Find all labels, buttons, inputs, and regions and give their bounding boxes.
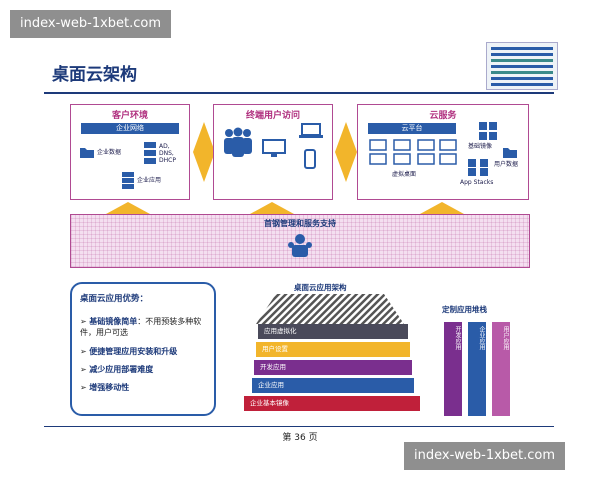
app-arch-roof: [256, 294, 404, 324]
client-env-panel: 客户环境 企业网络 企业数据 AD, DNS, DHCP 企业应用: [70, 104, 190, 200]
monitor-icon: [262, 139, 286, 157]
layer-user-settings: 用户设置: [256, 342, 410, 357]
custom-stack-title: 定制应用堆栈: [442, 305, 487, 314]
app-stacks-icon: [468, 159, 488, 176]
cloud-services-panel: 云服务 云平台 虚拟桌面 基础镜像 用户数据 App Stacks: [357, 104, 529, 200]
management-label: 首钢管理和服务支持: [264, 219, 336, 228]
end-user-access-title: 终端用户访问: [245, 111, 300, 121]
app-server-icon: [122, 172, 134, 189]
management-support-band: 首钢管理和服务支持: [70, 214, 530, 268]
stack-col-enterprise-apps: 企业应用: [468, 322, 486, 416]
virtual-desktop-label: 虚拟桌面: [392, 171, 417, 178]
up-arrow-client: [106, 202, 150, 214]
up-arrow-access: [250, 202, 294, 214]
layer-base-image: 企业基本镜像: [244, 396, 420, 411]
title-rule: [44, 92, 554, 94]
user-data-label: 用户数据: [494, 161, 519, 168]
user-data-folder-icon: [503, 148, 517, 158]
users-group-icon: [224, 127, 252, 157]
end-user-access-panel: 终端用户访问: [213, 104, 333, 200]
advantage-item-2: ➢ 便捷管理应用安装和升级: [80, 347, 178, 356]
laptop-icon: [299, 123, 323, 138]
layer-app-virtualization: 应用虚拟化: [258, 324, 408, 339]
page-number: 第 36 页: [282, 433, 318, 443]
advantages-heading: 桌面云应用优势：: [80, 294, 149, 304]
stack-col-dev-apps: 开发应用: [444, 322, 462, 416]
watermark-top: index-web-1xbet.com: [10, 10, 172, 38]
windows-logo-icon: [479, 122, 497, 140]
enterprise-network-band: 企业网络: [81, 123, 179, 134]
layer-enterprise-apps: 企业应用: [252, 378, 414, 393]
up-arrow-cloud: [420, 202, 464, 214]
app-stacks-label: App Stacks: [460, 179, 494, 186]
admin-user-icon: [288, 234, 312, 257]
base-image-label: 基础镜像: [468, 143, 493, 150]
virtual-desktops-icon: [369, 139, 457, 165]
stack-col-user-apps: 用户应用: [492, 322, 510, 416]
slide-thumbnail: [486, 42, 558, 90]
app-arch-title: 桌面云应用架构: [294, 283, 347, 292]
folder-icon: [80, 148, 94, 158]
advantages-box: 桌面云应用优势： ➢ 基础镜像简单：不用预装多种软件，用户可选 ➢ 便捷管理应用…: [70, 282, 216, 416]
layer-dev-apps: 开发应用: [254, 360, 412, 375]
advantage-item-1: ➢ 基础镜像简单：不用预装多种软件，用户可选: [80, 317, 202, 337]
link-arrow-right: [335, 122, 357, 182]
cloud-services-title: 云服务: [429, 111, 457, 121]
advantage-item-3: ➢ 减少应用部署难度: [80, 365, 154, 374]
advantage-item-4: ➢ 增强移动性: [80, 383, 130, 392]
enterprise-data-label: 企业数据: [97, 149, 122, 156]
footer-rule: [44, 426, 554, 427]
page-title: 桌面云架构: [52, 65, 137, 85]
watermark-bottom: index-web-1xbet.com: [404, 442, 566, 470]
client-env-title: 客户环境: [111, 111, 148, 121]
server-icon: [144, 142, 156, 164]
cloud-platform-band: 云平台: [368, 123, 456, 134]
phone-icon: [304, 149, 316, 169]
link-arrow-left: [193, 122, 215, 182]
enterprise-app-label: 企业应用: [137, 177, 162, 184]
servers-label: AD, DNS, DHCP: [159, 143, 176, 164]
